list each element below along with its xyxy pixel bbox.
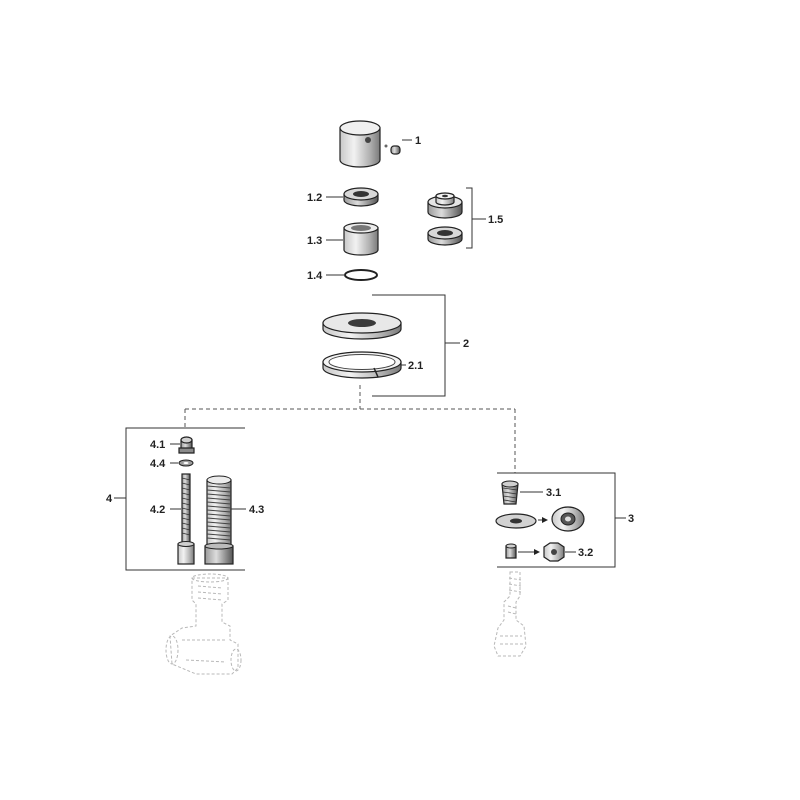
part-1-3-sleeve xyxy=(343,222,379,256)
label-3: 3 xyxy=(628,513,634,525)
part-1-knob xyxy=(339,120,401,168)
part-3-1-threaded-insert xyxy=(501,480,519,505)
label-1: 1 xyxy=(415,135,421,147)
part-3-adapter-cap xyxy=(551,506,585,532)
arrow-icon xyxy=(542,517,548,523)
label-4-2: 4.2 xyxy=(150,504,165,516)
part-1-2-ring xyxy=(343,187,379,207)
part-1-4-o-ring xyxy=(344,269,378,281)
label-4: 4 xyxy=(106,493,113,505)
part-4-4-washer xyxy=(178,459,194,467)
label-1-4: 1.4 xyxy=(307,270,323,282)
label-4-3: 4.3 xyxy=(249,504,264,516)
label-1-5: 1.5 xyxy=(488,214,503,226)
part-1-5-adapter-set xyxy=(427,192,463,246)
ghost-valve-body-right xyxy=(493,571,527,657)
part-2-1-split-ring xyxy=(322,351,402,379)
group-3-box xyxy=(497,472,616,568)
label-2-1: 2.1 xyxy=(408,360,423,372)
part-4-3-threaded-sleeve xyxy=(204,475,234,565)
label-3-2: 3.2 xyxy=(578,547,593,559)
part-2-rosette xyxy=(322,312,402,340)
part-4-2-spindle-extension xyxy=(177,473,195,565)
part-3-washer xyxy=(495,513,537,529)
part-3-2-screw-set xyxy=(505,542,565,562)
branch-connector xyxy=(184,385,516,473)
label-4-4: 4.4 xyxy=(150,458,166,470)
ghost-valve-body-left xyxy=(165,573,242,675)
label-1-3: 1.3 xyxy=(307,235,322,247)
group-4-box xyxy=(125,427,245,571)
label-4-1: 4.1 xyxy=(150,439,165,451)
label-2: 2 xyxy=(463,338,469,350)
label-1-2: 1.2 xyxy=(307,192,322,204)
part-4-1-cap-nut xyxy=(178,436,195,454)
label-3-1: 3.1 xyxy=(546,487,561,499)
